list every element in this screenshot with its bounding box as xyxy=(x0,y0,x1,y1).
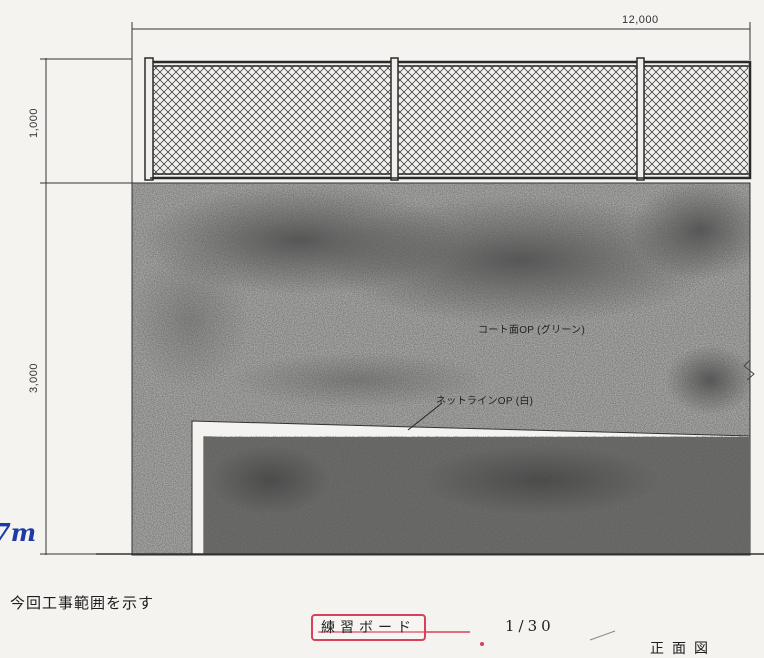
width-dimension-label: 12,000 xyxy=(622,14,659,26)
net-line-note: ネットラインOP (白) xyxy=(436,396,534,407)
board-lower-area xyxy=(204,436,750,554)
net-fence xyxy=(144,57,752,181)
net-line-leader xyxy=(407,402,443,431)
drawing-scale: 1/30 xyxy=(505,617,555,635)
court-surface-note: コート面OP (グリーン) xyxy=(478,325,586,336)
net-height-dimension-label: 1,000 xyxy=(28,107,40,138)
red-dot-mark xyxy=(480,642,484,646)
dimension-height-line xyxy=(40,58,132,555)
dimension-width-line xyxy=(131,22,751,183)
drawing-title: 練習ボード xyxy=(311,614,426,641)
view-name: 正面図 xyxy=(650,641,716,657)
pencil-stroke-mark xyxy=(589,630,616,641)
board-height-dimension-label: 3,000 xyxy=(28,362,40,393)
scope-note: 今回工事範囲を示す xyxy=(10,594,155,612)
break-mark xyxy=(743,359,755,381)
blue-handwritten-mark: 7m xyxy=(0,518,37,547)
